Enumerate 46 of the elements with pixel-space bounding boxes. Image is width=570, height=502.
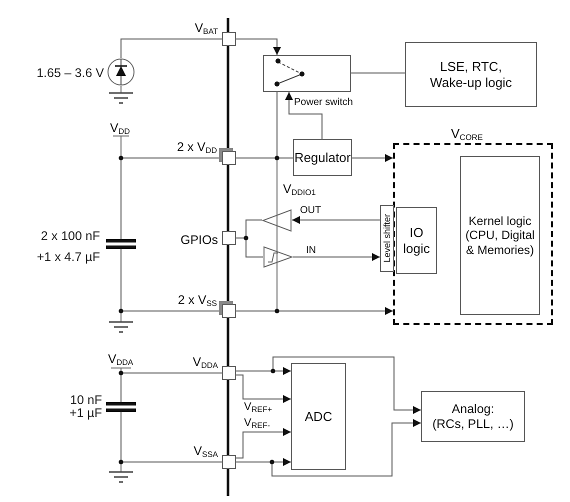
connector xyxy=(120,38,222,58)
connector xyxy=(236,307,394,315)
value-label: 10 nF +1 µF xyxy=(68,394,102,420)
supply-label: V$_{DD}$ xyxy=(110,120,130,138)
edge-label: OUT xyxy=(300,206,322,216)
connector xyxy=(236,38,281,56)
pin-label: 2 x V$_{SS}$ xyxy=(178,292,217,310)
block-box xyxy=(293,139,352,176)
connector xyxy=(292,216,380,224)
edge-label: Power switch xyxy=(294,98,353,108)
edge-label: V$_{REF-}$ xyxy=(244,418,270,429)
block-box xyxy=(396,207,437,274)
value-label: +1 x 4.7 µF xyxy=(36,249,100,266)
supply-label: V$_{DDIO1}$ xyxy=(283,181,316,199)
block-box xyxy=(405,42,537,107)
block-label: Regulator xyxy=(294,150,351,166)
block-box xyxy=(460,156,540,315)
edge-label: IN xyxy=(306,246,316,256)
connector xyxy=(350,72,406,74)
pin-label: GPIOs xyxy=(180,232,218,249)
value-label: 2 x 100 nF xyxy=(40,228,100,245)
connector xyxy=(236,374,292,403)
block-label: ADC xyxy=(304,408,332,424)
connector xyxy=(352,154,394,162)
connector xyxy=(285,92,322,140)
connector xyxy=(236,428,292,458)
supply-label: V$_{DDA}$ xyxy=(108,351,134,369)
block-label: Kernel logic (CPU, Digital & Memories) xyxy=(464,214,536,258)
block-box xyxy=(291,363,346,470)
pin-label: V$_{BAT}$ xyxy=(194,20,218,38)
block-label: (RCs, PLL, …) xyxy=(432,416,514,432)
level-shifter-box xyxy=(380,205,394,272)
block-label: Analog: xyxy=(452,402,494,416)
pin-label: 2 x V$_{DD}$ xyxy=(176,139,217,157)
connector xyxy=(120,372,222,402)
connector xyxy=(120,412,222,462)
block-box xyxy=(421,391,525,442)
block-label: LSE, RTC, Wake-up logic xyxy=(429,58,513,90)
level-shifter-label: Level shifter xyxy=(382,214,392,263)
edge-label: V$_{REF+}$ xyxy=(244,402,272,413)
pin-label: V$_{DDA}$ xyxy=(192,354,218,372)
value-label: 1.65 – 3.6 V xyxy=(36,65,104,82)
block-label: IO logic xyxy=(402,224,431,256)
pin-label: V$_{SSA}$ xyxy=(194,443,218,461)
connector xyxy=(292,253,380,261)
domain-label: V$_{CORE}$ xyxy=(451,125,483,144)
